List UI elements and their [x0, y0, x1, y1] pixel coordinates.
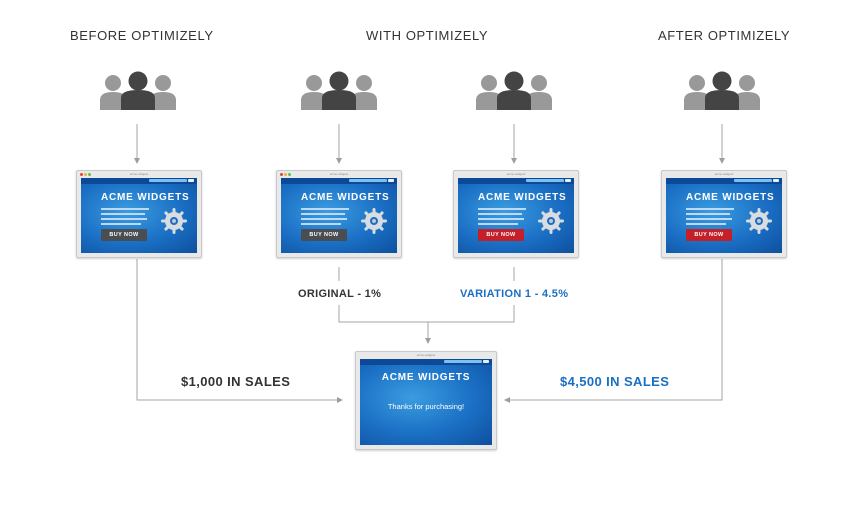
text-line: [301, 213, 345, 215]
people-group-icon: [99, 70, 177, 110]
text-line: [478, 223, 518, 225]
text-line: [686, 213, 730, 215]
text-line: [301, 218, 347, 220]
buy-now-button[interactable]: BUY NOW: [478, 229, 524, 241]
site-navbar: [666, 178, 782, 184]
sales-before-label: $1,000 IN SALES: [181, 374, 291, 389]
site-title: ACME WIDGETS: [686, 192, 775, 203]
buy-now-button[interactable]: BUY NOW: [301, 229, 347, 241]
text-line: [101, 218, 147, 220]
site-title: ACME WIDGETS: [381, 372, 471, 383]
browser-url: acme-widgets: [129, 172, 149, 176]
site-navbar: [360, 359, 492, 365]
gear-icon: [161, 208, 187, 234]
browser-titlebar: acme-widgets: [356, 352, 496, 358]
browser-screen: ACME WIDGETS BUY NOW: [458, 178, 574, 253]
site-title: ACME WIDGETS: [301, 192, 390, 203]
heading-after: AFTER OPTIMIZELY: [658, 28, 791, 43]
people-group-icon: [300, 70, 378, 110]
browser-url: acme-widgets: [329, 172, 349, 176]
close-dot-icon: [80, 173, 83, 176]
browser-screen: ACME WIDGETS BUY NOW: [666, 178, 782, 253]
sales-after-label: $4,500 IN SALES: [560, 374, 670, 389]
browser-url: acme-widgets: [714, 172, 734, 176]
browser-url: acme-widgets: [416, 353, 436, 357]
browser-titlebar: acme-widgets: [454, 171, 578, 177]
original-conversion-label: ORIGINAL - 1%: [298, 288, 382, 300]
text-line: [478, 218, 524, 220]
text-line: [101, 223, 141, 225]
browser-screen: ACME WIDGETS BUY NOW: [81, 178, 197, 253]
minimize-dot-icon: [84, 173, 87, 176]
browser-url: acme-widgets: [506, 172, 526, 176]
site-navbar: [458, 178, 574, 184]
browser-screen: ACME WIDGETS BUY NOW: [281, 178, 397, 253]
heading-with: WITH OPTIMIZELY: [366, 28, 489, 43]
heading-before: BEFORE OPTIMIZELY: [70, 28, 214, 43]
browser-thank-you: acme-widgets ACME WIDGETS Thanks for pur…: [355, 351, 497, 450]
site-title: ACME WIDGETS: [101, 192, 190, 203]
close-dot-icon: [280, 173, 283, 176]
people-group-icon: [683, 70, 761, 110]
text-line: [686, 218, 732, 220]
minimize-dot-icon: [284, 173, 287, 176]
buy-now-button[interactable]: BUY NOW: [101, 229, 147, 241]
text-line: [478, 213, 522, 215]
browser-screen: ACME WIDGETS Thanks for purchasing!: [360, 359, 492, 445]
maximize-dot-icon: [88, 173, 91, 176]
browser-titlebar: acme-widgets: [277, 171, 401, 177]
text-line: [478, 208, 526, 210]
browser-titlebar: acme-widgets: [77, 171, 201, 177]
site-title: ACME WIDGETS: [478, 192, 567, 203]
browser-before: acme-widgets ACME WIDGETS BUY NOW: [76, 170, 202, 258]
browser-titlebar: acme-widgets: [662, 171, 786, 177]
text-line: [301, 208, 349, 210]
text-line: [686, 208, 734, 210]
browser-original: acme-widgets ACME WIDGETS BUY NOW: [276, 170, 402, 258]
thank-you-message: Thanks for purchasing!: [387, 402, 465, 411]
gear-icon: [361, 208, 387, 234]
text-line: [686, 223, 726, 225]
gear-icon: [746, 208, 772, 234]
variation-conversion-label: VARIATION 1 - 4.5%: [460, 288, 569, 300]
maximize-dot-icon: [288, 173, 291, 176]
site-navbar: [81, 178, 197, 184]
buy-now-button[interactable]: BUY NOW: [686, 229, 732, 241]
text-line: [101, 213, 145, 215]
browser-variation: acme-widgets ACME WIDGETS BUY NOW: [453, 170, 579, 258]
text-line: [101, 208, 149, 210]
gear-icon: [538, 208, 564, 234]
text-line: [301, 223, 341, 225]
browser-after: acme-widgets ACME WIDGETS BUY NOW: [661, 170, 787, 258]
site-navbar: [281, 178, 397, 184]
people-group-icon: [475, 70, 553, 110]
